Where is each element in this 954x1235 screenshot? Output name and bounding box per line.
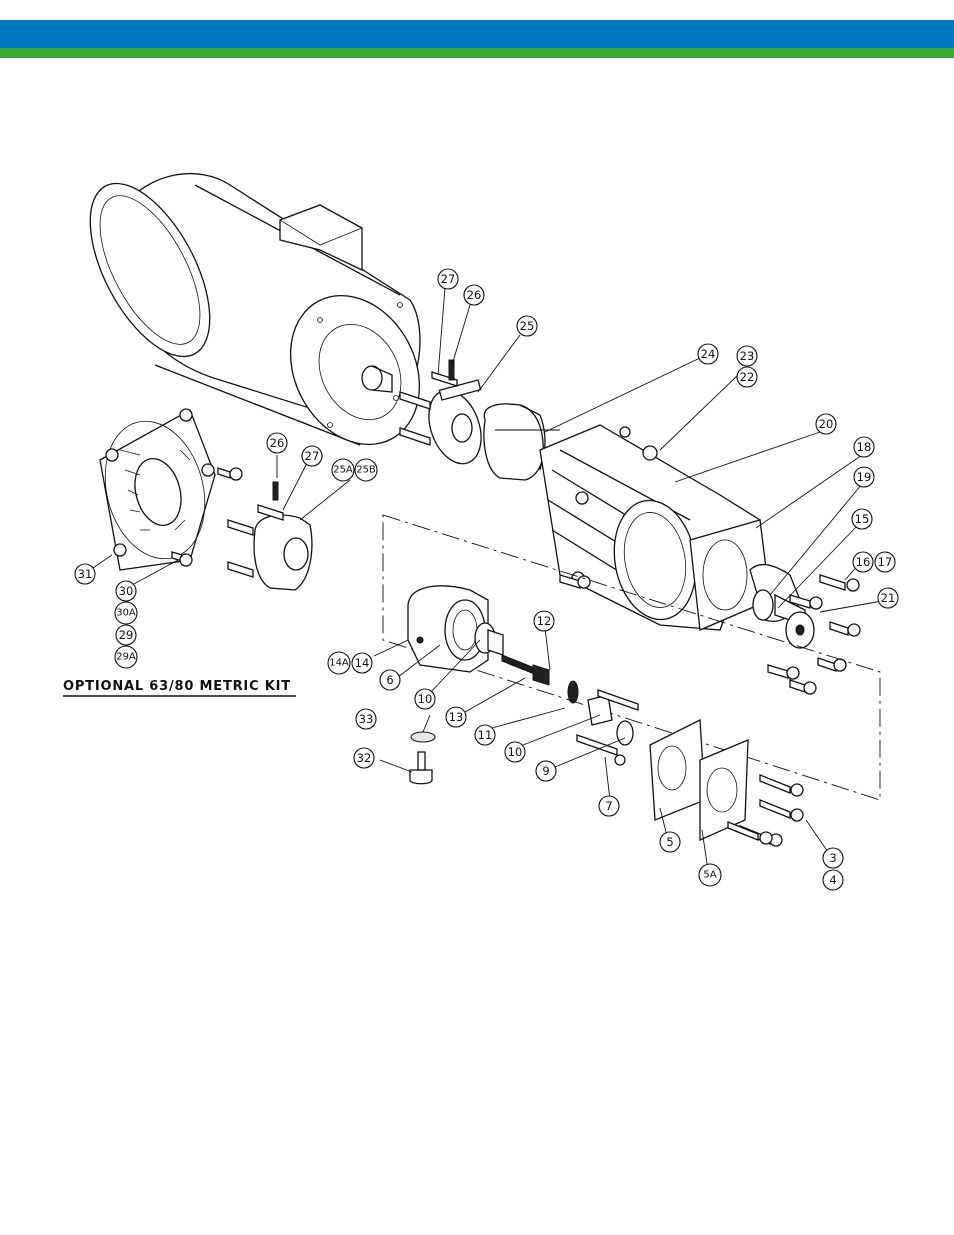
callout-11: 11	[474, 724, 496, 746]
callout-14A: 14A	[327, 651, 351, 675]
callout-12: 12	[533, 610, 555, 632]
kit-title: OPTIONAL 63/80 METRIC KIT	[63, 679, 291, 694]
callout-5A: 5A	[698, 863, 722, 887]
callout-5: 5	[659, 831, 681, 853]
svg-text:6: 6	[386, 673, 393, 687]
callout-25: 25	[516, 315, 538, 337]
svg-text:10: 10	[418, 692, 433, 706]
svg-text:16: 16	[856, 555, 871, 569]
svg-text:29: 29	[119, 628, 134, 642]
callout-13: 13	[445, 706, 467, 728]
svg-text:23: 23	[740, 349, 755, 363]
svg-text:20: 20	[819, 417, 834, 431]
adapter-housing	[539, 424, 815, 649]
svg-text:32: 32	[357, 751, 372, 765]
callout-27-kit: 27	[301, 445, 323, 467]
svg-text:21: 21	[881, 591, 896, 605]
callout-30A: 30A	[114, 601, 138, 625]
svg-text:25: 25	[520, 319, 535, 333]
coupling-assembly	[399, 359, 560, 481]
callout-6: 6	[379, 669, 401, 691]
callout-9: 9	[535, 760, 557, 782]
svg-text:26: 26	[467, 288, 482, 302]
callout-22: 22	[736, 366, 758, 388]
header-band-blue	[0, 20, 954, 48]
callout-3: 3	[822, 847, 844, 869]
callout-23: 23	[736, 345, 758, 367]
svg-text:30A: 30A	[116, 608, 136, 619]
svg-text:13: 13	[449, 710, 464, 724]
svg-text:10: 10	[508, 745, 523, 759]
callout-17: 17	[874, 551, 896, 573]
callout-25A: 25A	[331, 458, 355, 482]
callout-18: 18	[853, 436, 875, 458]
callout-14: 14	[351, 652, 373, 674]
svg-text:17: 17	[878, 555, 893, 569]
svg-text:15: 15	[855, 512, 870, 526]
metric-kit-parts	[99, 408, 313, 591]
callout-19: 19	[853, 466, 875, 488]
svg-text:31: 31	[78, 567, 93, 581]
callout-33: 33	[355, 708, 377, 730]
callout-25B: 25B	[354, 458, 378, 482]
callout-32: 32	[353, 747, 375, 769]
callout-10b: 10	[504, 741, 526, 763]
svg-text:27: 27	[441, 272, 456, 286]
svg-text:26: 26	[270, 436, 285, 450]
callout-7: 7	[598, 795, 620, 817]
svg-text:12: 12	[537, 614, 552, 628]
callout-29A: 29A	[114, 645, 138, 669]
svg-text:4: 4	[829, 873, 836, 887]
svg-text:25A: 25A	[333, 465, 353, 476]
svg-text:14A: 14A	[329, 658, 349, 669]
callout-26-kit: 26	[266, 432, 288, 454]
mounting-bolts	[559, 574, 861, 695]
callout-26: 26	[463, 284, 485, 306]
svg-text:25B: 25B	[356, 465, 376, 476]
svg-text:24: 24	[701, 347, 716, 361]
svg-text:7: 7	[605, 799, 612, 813]
callout-20: 20	[815, 413, 837, 435]
callout-31: 31	[74, 563, 96, 585]
callout-21: 21	[877, 587, 899, 609]
svg-text:3: 3	[829, 851, 836, 865]
svg-text:33: 33	[359, 712, 374, 726]
svg-text:29A: 29A	[116, 652, 136, 663]
callout-24: 24	[697, 343, 719, 365]
svg-text:5A: 5A	[703, 870, 716, 881]
svg-text:5: 5	[666, 835, 673, 849]
callout-29: 29	[115, 624, 137, 646]
header-band-green	[0, 48, 954, 58]
svg-text:30: 30	[119, 584, 134, 598]
leader-lines	[89, 287, 883, 871]
callout-27: 27	[437, 268, 459, 290]
svg-text:18: 18	[857, 440, 872, 454]
callout-10a: 10	[414, 688, 436, 710]
kit-boundary-dashed	[382, 514, 881, 801]
svg-text:11: 11	[478, 728, 493, 742]
svg-text:9: 9	[542, 764, 549, 778]
svg-text:27: 27	[305, 449, 320, 463]
callout-4: 4	[822, 869, 844, 891]
callout-30: 30	[115, 580, 137, 602]
callout-16: 16	[852, 551, 874, 573]
motor-body	[89, 173, 421, 446]
svg-text:22: 22	[740, 370, 755, 384]
callout-15: 15	[851, 508, 873, 530]
svg-text:14: 14	[355, 656, 370, 670]
svg-text:19: 19	[857, 470, 872, 484]
